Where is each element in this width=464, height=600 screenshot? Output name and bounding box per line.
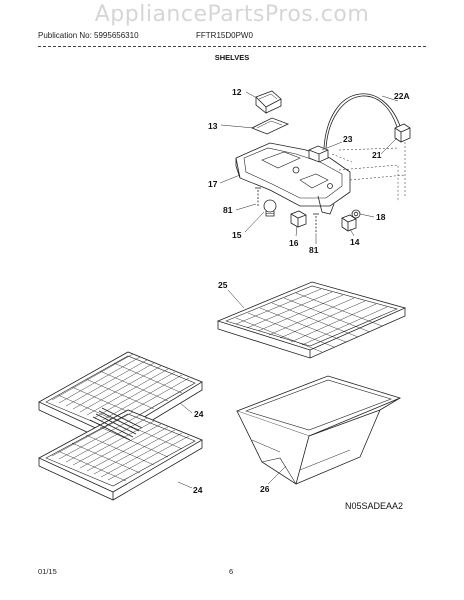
part-22a-wire-harness [323,93,401,149]
watermark: AppliancePartsPros.com [94,2,370,27]
part-21-connector [394,123,411,143]
callout-15: 15 [232,230,242,240]
part-23-switch [308,145,329,163]
callout-17: 17 [208,179,218,189]
section-title: SHELVES [214,53,250,62]
part-12-light-shield [255,90,282,114]
footer-page-number: 6 [229,567,234,576]
part-24-wire-shelf-lower [38,407,203,501]
callout-81-right: 81 [309,245,319,255]
part-15-light-bulb [263,199,277,217]
part-26-crisper-drawer [235,375,402,485]
part-18-bushing [351,209,361,219]
callout-16: 16 [289,238,299,248]
callout-81-left: 81 [223,205,233,215]
callout-24-lower: 24 [193,485,203,495]
callout-18: 18 [376,212,386,222]
callout-12: 12 [232,87,242,97]
model-number: FFTR15D0PW0 [196,31,253,40]
header-divider [38,46,426,47]
part-81-screw-left [255,187,261,206]
callout-21: 21 [372,150,382,160]
callout-24-upper: 24 [194,409,204,419]
callout-13: 13 [208,121,218,131]
callout-22a: 22A [394,91,410,101]
callout-23: 23 [343,134,353,144]
diagram-code: N05SADEAA2 [345,501,403,511]
callout-25: 25 [218,280,228,290]
footer-date: 01/15 [38,567,57,576]
callout-26: 26 [260,484,270,494]
part-14-thermostat [341,214,357,232]
callout-14: 14 [350,237,360,247]
part-25-crisper-cover [216,281,407,359]
part-17-light-housing [235,142,351,215]
part-13-lens [251,117,290,135]
publication-number: Publication No: 5995656310 [38,31,139,40]
part-81-screw-right [313,213,319,234]
part-16-socket [290,210,307,228]
